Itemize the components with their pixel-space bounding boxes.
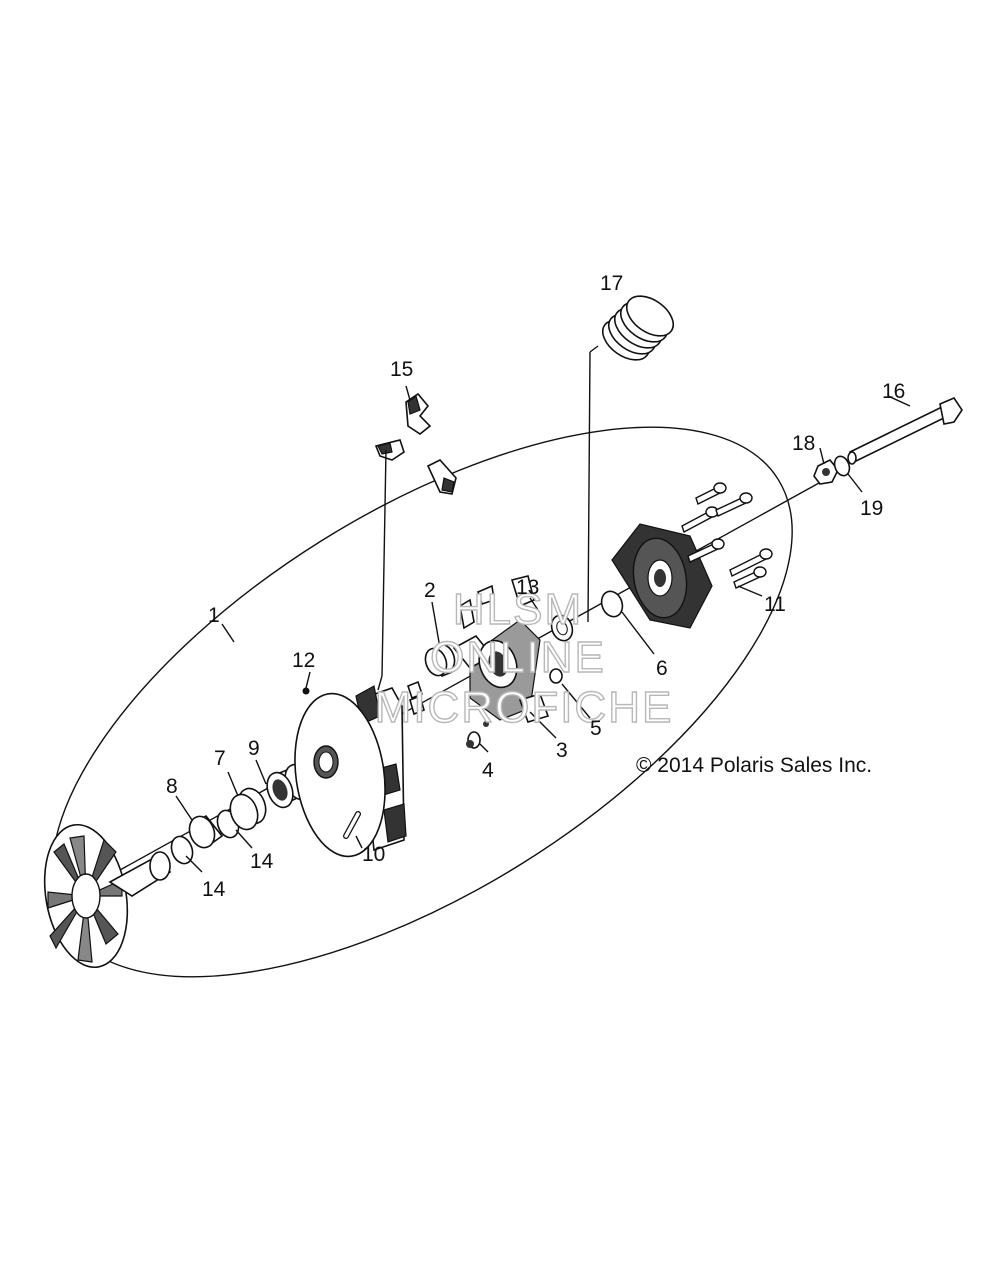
- movable-sheave: [294, 685, 407, 858]
- callout-8: 8: [166, 775, 178, 798]
- callout-19: 19: [860, 497, 883, 520]
- callout-4: 4: [482, 759, 494, 782]
- callout-leaders: [175, 385, 911, 873]
- callout-10: 10: [362, 843, 385, 866]
- callout-7: 7: [214, 747, 226, 770]
- callout-2: 2: [424, 579, 436, 602]
- bolt-16: [847, 397, 963, 465]
- leader-17: [587, 351, 591, 623]
- callout-13: 13: [516, 576, 539, 599]
- svg-text:HLSM: HLSM: [453, 585, 583, 634]
- callout-14-left: 14: [202, 878, 226, 901]
- washer-13: [550, 614, 574, 642]
- washer-6: [600, 590, 624, 618]
- roller-4: [466, 721, 489, 749]
- callout-9: 9: [248, 737, 260, 760]
- bushing-8: [188, 814, 224, 849]
- nut-18: [813, 458, 839, 485]
- copyright-notice: © 2014 Polaris Sales Inc.: [636, 754, 872, 777]
- pin-10: [343, 811, 361, 839]
- washer-2: [424, 643, 456, 677]
- callout-16: 16: [882, 380, 905, 403]
- callout-18: 18: [792, 432, 815, 455]
- leader-15: [381, 449, 387, 677]
- callout-17: 17: [600, 272, 623, 295]
- plug-12: [302, 687, 310, 695]
- washer-19: [833, 455, 851, 477]
- callout-1: 1: [208, 604, 220, 627]
- callout-11: 11: [764, 593, 786, 616]
- callout-numbers: 1 2 3 4 5 6 7 8 9 10 11 12 13 14 14 15 1…: [166, 272, 905, 901]
- callout-14-right: 14: [250, 850, 274, 873]
- o-ring-5: [549, 668, 563, 684]
- spring-17: [602, 295, 674, 361]
- callout-15: 15: [390, 358, 413, 381]
- spider-3: [452, 575, 550, 723]
- callout-3: 3: [556, 739, 568, 762]
- cover-bolts-11: [681, 482, 773, 589]
- watermark: HLSM ONLINE MICROFICHE: [374, 584, 674, 732]
- fixed-sheave: [43, 823, 172, 969]
- svg-text:ONLINE: ONLINE: [430, 633, 606, 682]
- callout-5: 5: [590, 717, 602, 740]
- shift-weight-15: [374, 392, 457, 495]
- callout-6: 6: [656, 657, 668, 680]
- spider-cover: [611, 523, 713, 629]
- svg-text:MICROFICHE: MICROFICHE: [375, 683, 674, 732]
- callout-12: 12: [292, 649, 315, 672]
